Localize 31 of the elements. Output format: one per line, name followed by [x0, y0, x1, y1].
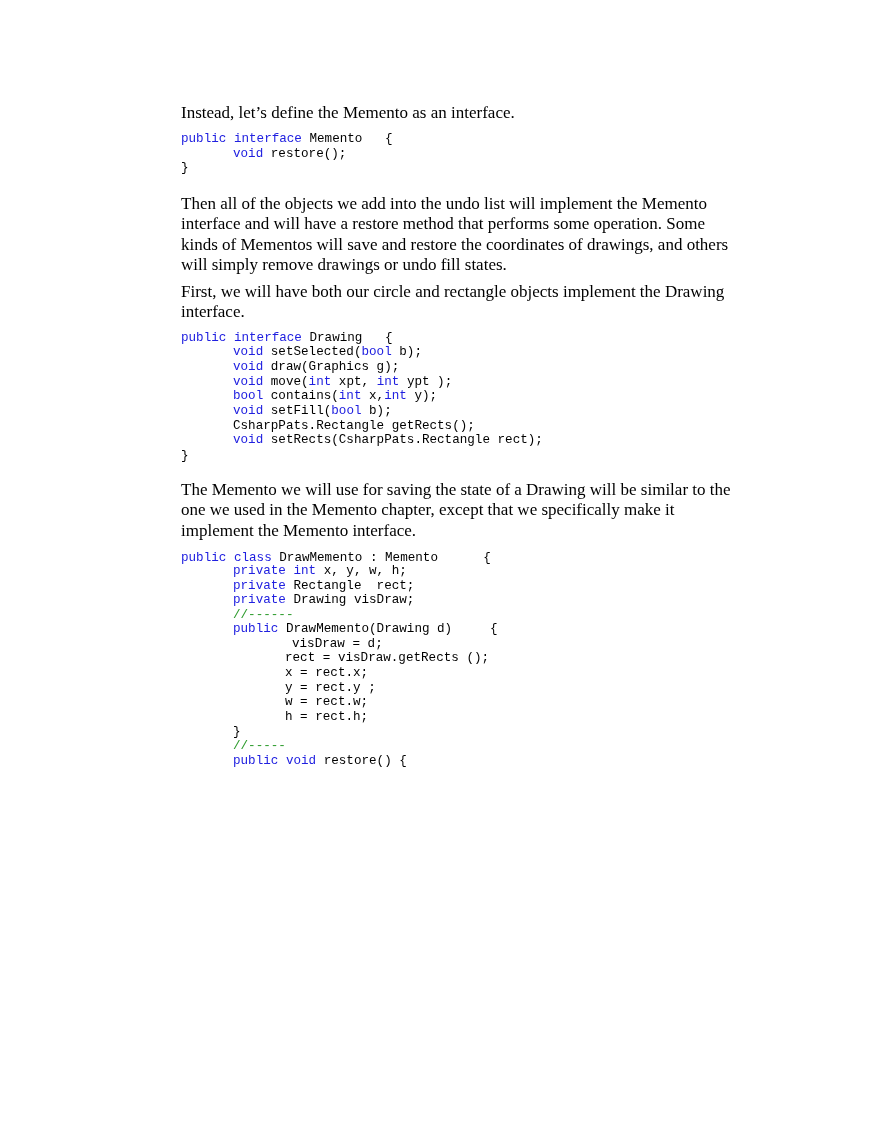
code-line: public DrawMemento(Drawing d) { [233, 621, 498, 637]
code-line: void draw(Graphics g); [233, 359, 400, 375]
code-line: } [181, 448, 189, 464]
code-line: h = rect.h; [285, 709, 369, 725]
code-line: private int x, y, w, h; [233, 563, 407, 579]
code-line: private Rectangle rect; [233, 578, 415, 594]
code-line: w = rect.w; [285, 694, 369, 710]
code-comment: //----- [233, 738, 286, 754]
code-line: rect = visDraw.getRects (); [285, 650, 490, 666]
body-text: The Memento we will use for saving the state of a Drawing will be similar to the one we used in the Memento chapter, except that we specifically make it implement the Memento interface. [181, 479, 731, 541]
body-text: Instead, let’s define the Memento as an interface. [181, 102, 516, 123]
code-line: private Drawing visDraw; [233, 592, 415, 608]
code-line: void setSelected(bool b); [233, 344, 422, 360]
code-line: bool contains(int x,int y); [233, 388, 438, 404]
code-line: public class DrawMemento : Memento { [181, 550, 491, 565]
body-text: Then all of the objects we add into the undo list will implement the Memento interface and will have a restore method that performs some operation. Some kinds of Mementos will save and restore the coordinates of drawings, and others will simply remove drawings or undo fill states. [181, 193, 730, 276]
code-line: x = rect.x; [285, 665, 369, 681]
code-line: y = rect.y ; [285, 680, 376, 696]
code-line: } [181, 160, 189, 176]
code-line: visDraw = d; [292, 636, 383, 652]
code-line: public interface Drawing { [181, 330, 393, 346]
code-line: void move(int xpt, int ypt ); [233, 374, 453, 390]
code-line: public void restore() { [233, 753, 407, 769]
body-text: First, we will have both our circle and rectangle objects implement the Drawing interface. [181, 281, 726, 323]
code-line: } [233, 724, 241, 740]
code-comment: //------ [233, 607, 294, 623]
code-line: CsharpPats.Rectangle getRects(); [233, 418, 475, 434]
code-line: void setFill(bool b); [233, 403, 392, 419]
code-line: void restore(); [233, 146, 347, 162]
code-line: public interface Memento { [181, 131, 393, 147]
code-line: void setRects(CsharpPats.Rectangle rect); [233, 432, 543, 448]
